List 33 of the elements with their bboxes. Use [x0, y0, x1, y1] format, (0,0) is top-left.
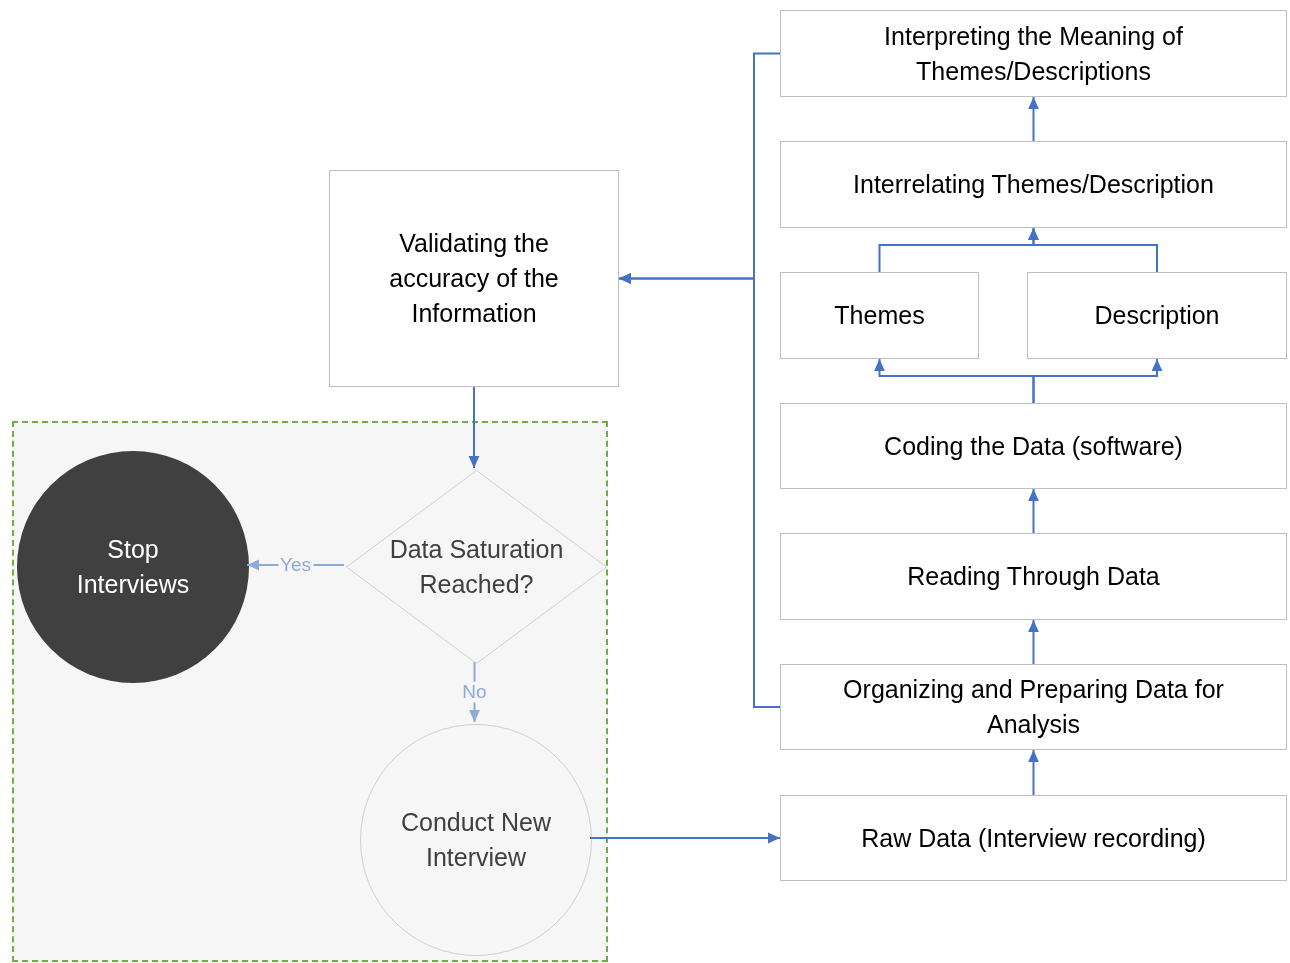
arrow	[618, 273, 781, 708]
arrow	[1028, 619, 1039, 665]
process-box	[329, 170, 619, 387]
node-label: Validating the accuracy of the Information	[388, 228, 560, 329]
node-label: Themes	[833, 300, 926, 331]
arrow	[468, 386, 480, 469]
process-box	[780, 141, 1287, 228]
node-label: Description	[1093, 300, 1221, 331]
node-label: Interpreting the Meaning of Themes/Descriptions	[883, 20, 1184, 87]
node-label: Organizing and Preparing Data for Analysis	[842, 674, 1225, 740]
node-label: Reading Through Data	[906, 561, 1161, 592]
edge-label: No	[460, 681, 489, 703]
node-label: Raw Data (Interview recording)	[860, 822, 1207, 854]
process-box	[780, 664, 1287, 750]
process-box	[780, 533, 1287, 620]
process-box	[780, 272, 979, 359]
process-box	[780, 10, 1287, 97]
node-label: Conduct New Interview	[399, 807, 553, 873]
node-label: Coding the Data (software)	[883, 430, 1184, 462]
arrow	[1028, 96, 1039, 142]
arrow	[1028, 488, 1039, 534]
decision-diamond	[346, 470, 607, 664]
arrow	[1028, 227, 1158, 273]
node-label: Stop Interviews	[75, 534, 191, 600]
process-box	[1027, 272, 1287, 359]
arrow	[1028, 749, 1039, 796]
arrow	[1032, 358, 1163, 404]
node-label: Interrelating Themes/Description	[852, 169, 1215, 200]
node-label: Data Saturation Reached?	[388, 534, 565, 600]
dashed-group-box	[12, 421, 608, 962]
process-box	[780, 795, 1287, 881]
arrow	[589, 832, 781, 844]
process-box	[780, 403, 1287, 489]
